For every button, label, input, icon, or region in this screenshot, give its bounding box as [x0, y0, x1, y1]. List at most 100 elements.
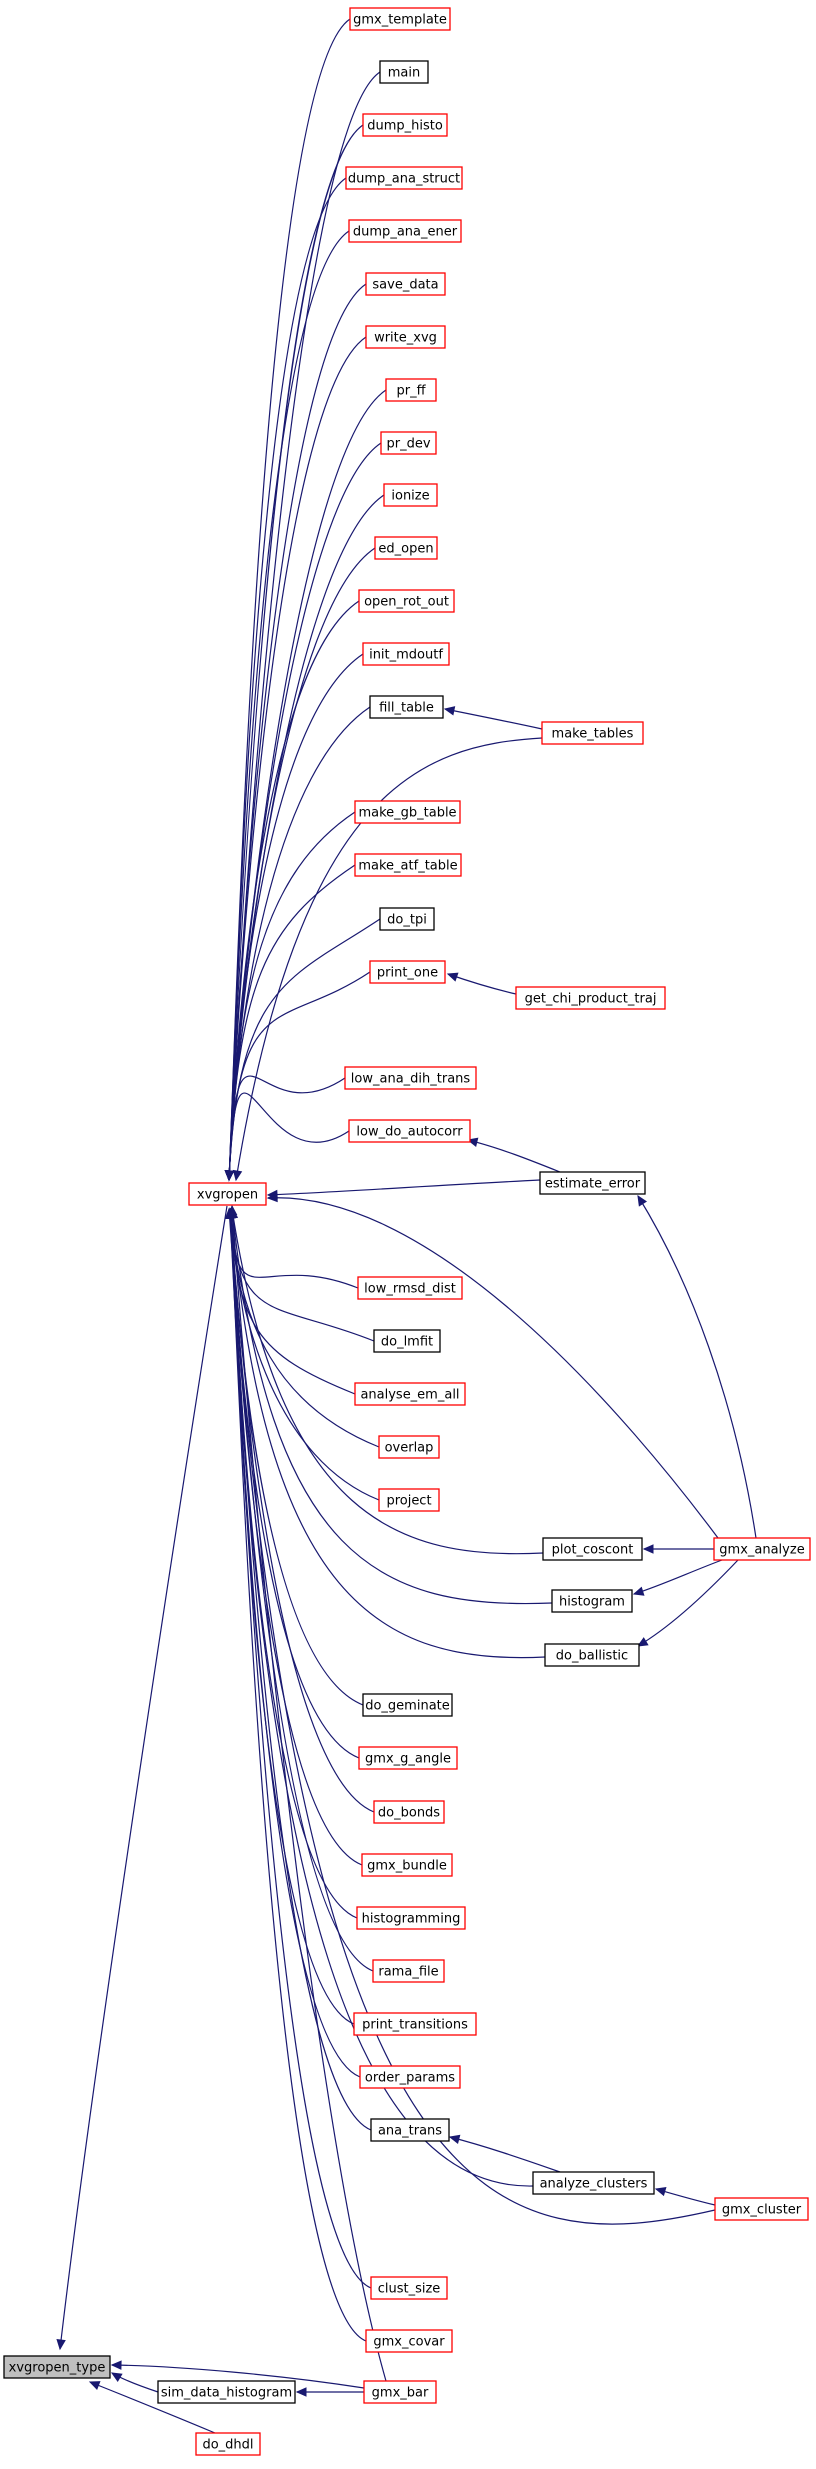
- arrow-head: [642, 1544, 654, 1554]
- node-sim_data_histogram[interactable]: sim_data_histogram: [157, 2380, 296, 2404]
- node-box: [541, 721, 644, 745]
- edge-low_ana_dih_trans-to-xvgropen: [224, 1075, 346, 1182]
- node-rama_file[interactable]: rama_file: [372, 1959, 445, 1983]
- node-gmx_bar[interactable]: gmx_bar: [363, 2380, 437, 2404]
- node-print_one[interactable]: print_one: [369, 960, 446, 984]
- node-label: order_params: [365, 2071, 455, 2086]
- node-box: [379, 60, 429, 84]
- node-label: gmx_bundle: [367, 1859, 447, 1874]
- node-overlap[interactable]: overlap: [378, 1435, 440, 1459]
- node-box: [362, 642, 450, 666]
- edge-gmx_bar-to-sim_data_histogram: [295, 2387, 364, 2397]
- node-histogramming[interactable]: histogramming: [356, 1906, 466, 1930]
- arrow-head: [227, 1204, 238, 1216]
- node-label: pr_ff: [396, 384, 426, 399]
- node-low_rmsd_dist[interactable]: low_rmsd_dist: [357, 1276, 463, 1300]
- node-fill_table[interactable]: fill_table: [369, 695, 444, 719]
- node-box: [378, 1435, 440, 1459]
- node-order_params[interactable]: order_params: [359, 2065, 461, 2089]
- node-box: [344, 1066, 477, 1090]
- node-gmx_bundle[interactable]: gmx_bundle: [361, 1853, 453, 1877]
- node-write_xvg[interactable]: write_xvg: [365, 325, 446, 349]
- edge-line: [444, 708, 543, 730]
- node-pr_dev[interactable]: pr_dev: [380, 431, 437, 455]
- node-xvgropen[interactable]: xvgropen: [188, 1182, 267, 1206]
- node-get_chi_product_traj[interactable]: get_chi_product_traj: [515, 986, 666, 1010]
- arrow-head: [295, 2387, 307, 2397]
- node-low_ana_dih_trans[interactable]: low_ana_dih_trans: [344, 1066, 477, 1090]
- node-do_bonds[interactable]: do_bonds: [373, 1800, 445, 1824]
- node-gmx_cluster[interactable]: gmx_cluster: [714, 2197, 809, 2221]
- node-low_do_autocorr[interactable]: low_do_autocorr: [348, 1119, 471, 1143]
- node-label: fill_table: [379, 701, 434, 716]
- node-box: [365, 272, 446, 296]
- node-box: [365, 2329, 453, 2353]
- node-label: print_one: [377, 966, 438, 981]
- node-box: [363, 2380, 437, 2404]
- node-main[interactable]: main: [379, 60, 429, 84]
- node-label: low_ana_dih_trans: [351, 1072, 471, 1087]
- edge-line: [229, 1208, 359, 1289]
- node-init_mdoutf[interactable]: init_mdoutf: [362, 642, 450, 666]
- node-print_transitions[interactable]: print_transitions: [353, 2012, 477, 2036]
- edge-gmx_analyze-to-estimate_error: [637, 1194, 757, 1539]
- node-make_gb_table[interactable]: make_gb_table: [354, 800, 461, 824]
- node-estimate_error[interactable]: estimate_error: [539, 1171, 646, 1195]
- node-box: [345, 166, 463, 190]
- node-gmx_g_angle[interactable]: gmx_g_angle: [358, 1746, 458, 1770]
- node-label: do_ballistic: [556, 1649, 628, 1664]
- node-gmx_analyze[interactable]: gmx_analyze: [713, 1537, 811, 1561]
- edge-make_tables-to-fill_table: [443, 706, 543, 730]
- node-do_dhdl[interactable]: do_dhdl: [195, 2432, 261, 2456]
- edge-analyze_clusters-to-ana_trans: [448, 2134, 561, 2173]
- node-gmx_covar[interactable]: gmx_covar: [365, 2329, 453, 2353]
- node-box: [378, 1488, 440, 1512]
- node-box: [348, 1119, 471, 1143]
- node-label: gmx_g_angle: [365, 1752, 451, 1767]
- node-do_lmfit[interactable]: do_lmfit: [373, 1329, 441, 1353]
- node-box: [357, 1276, 463, 1300]
- node-ed_open[interactable]: ed_open: [374, 536, 438, 560]
- edge-line: [228, 230, 350, 1181]
- node-do_tpi[interactable]: do_tpi: [379, 907, 435, 931]
- node-do_ballistic[interactable]: do_ballistic: [544, 1643, 640, 1667]
- node-label: clust_size: [378, 2282, 441, 2297]
- arrow-head: [448, 2134, 461, 2144]
- edge-gmx_cluster-to-analyze_clusters: [654, 2186, 716, 2206]
- arrow-head: [654, 2186, 667, 2197]
- node-ionize[interactable]: ionize: [383, 483, 438, 507]
- node-dump_histo[interactable]: dump_histo: [362, 113, 448, 137]
- node-label: xvgropen: [197, 1188, 258, 1203]
- node-analyse_em_all[interactable]: analyse_em_all: [354, 1382, 466, 1406]
- node-dump_ana_struct[interactable]: dump_ana_struct: [345, 166, 463, 190]
- node-save_data[interactable]: save_data: [365, 272, 446, 296]
- edge-do_bonds-to-xvgropen: [225, 1207, 375, 1813]
- node-dump_ana_ener[interactable]: dump_ana_ener: [348, 219, 462, 243]
- node-box: [380, 431, 437, 455]
- node-box: [157, 2380, 296, 2404]
- node-gmx_template[interactable]: gmx_template: [349, 7, 451, 31]
- node-make_atf_table[interactable]: make_atf_table: [354, 853, 462, 877]
- node-clust_size[interactable]: clust_size: [370, 2276, 448, 2300]
- node-make_tables[interactable]: make_tables: [541, 721, 644, 745]
- node-box: [349, 7, 451, 31]
- arrow-head: [110, 2372, 123, 2383]
- node-ana_trans[interactable]: ana_trans: [370, 2118, 450, 2142]
- node-label: make_atf_table: [358, 859, 457, 874]
- node-box: [383, 483, 438, 507]
- node-box: [374, 536, 438, 560]
- node-label: make_gb_table: [358, 806, 456, 821]
- edge-line: [637, 1559, 739, 1647]
- node-histogram[interactable]: histogram: [551, 1589, 633, 1613]
- node-label: do_lmfit: [381, 1335, 433, 1350]
- node-box: [362, 1693, 453, 1717]
- node-analyze_clusters[interactable]: analyze_clusters: [532, 2171, 655, 2195]
- node-plot_coscont[interactable]: plot_coscont: [542, 1537, 643, 1561]
- node-pr_ff[interactable]: pr_ff: [385, 378, 437, 402]
- node-project[interactable]: project: [378, 1488, 440, 1512]
- node-do_geminate[interactable]: do_geminate: [362, 1693, 453, 1717]
- edge-line: [228, 1092, 350, 1181]
- node-box: [370, 2276, 448, 2300]
- edge-line: [228, 1208, 716, 2225]
- node-open_rot_out[interactable]: open_rot_out: [358, 589, 455, 613]
